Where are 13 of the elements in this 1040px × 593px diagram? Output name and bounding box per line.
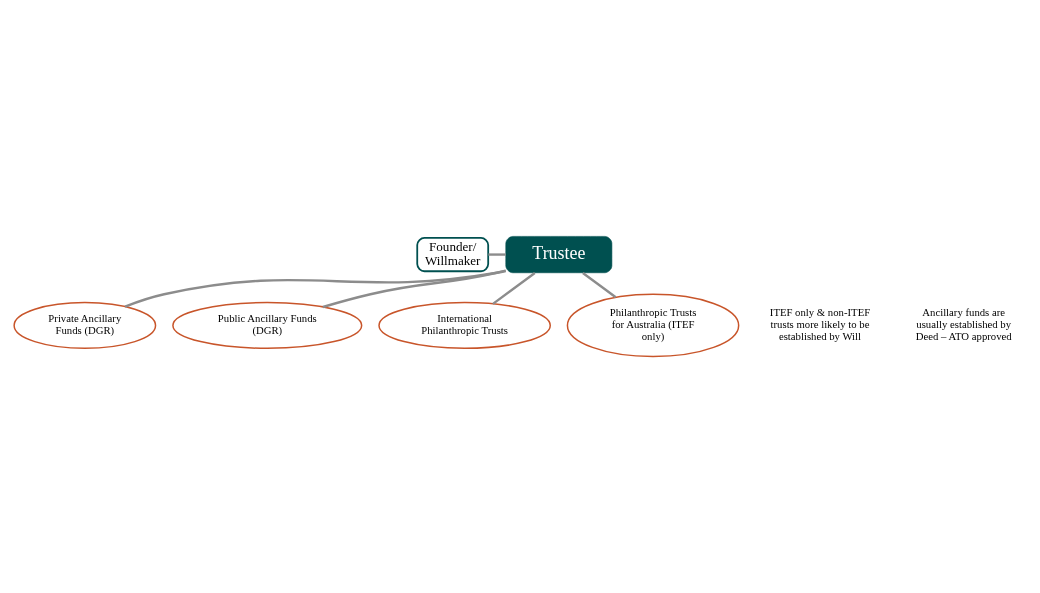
connector: [492, 271, 536, 305]
node-box: Founder/ Willmaker: [416, 237, 490, 273]
node-ellipse: Public Ancillary Funds (DGR): [172, 301, 363, 350]
connector: [322, 269, 506, 309]
connector: [582, 271, 617, 299]
node-ellipse: Philanthropic Trusts for Australia (ITEF only): [566, 293, 740, 358]
label: Ancillary funds are usually established by Deed – ATO approved: [915, 306, 1012, 342]
connector: [124, 269, 506, 308]
connector: [488, 253, 506, 256]
label: ITEF only & non-ITEF trusts more likely to be established by Will: [769, 306, 871, 342]
node-ellipse: International Philanthropic Trusts: [378, 301, 551, 350]
node-ellipse: Private Ancillary Funds (DGR): [13, 301, 157, 350]
node-box: Trustee: [505, 236, 613, 274]
